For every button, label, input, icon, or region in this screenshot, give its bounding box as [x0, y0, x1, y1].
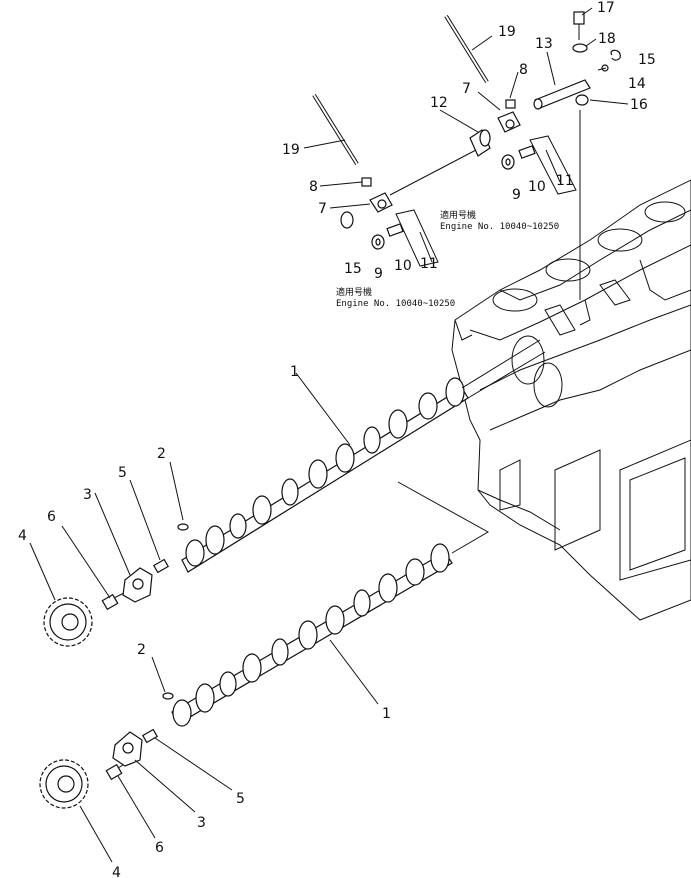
right-pin	[518, 145, 536, 159]
lower-key	[162, 692, 174, 700]
left-adjust-nut	[361, 177, 372, 187]
part-labels: 1 1 2 2 3 3 4 4 5 5 6 6 7 7 8 8 9 9 10 1…	[18, 0, 656, 878]
label-16: 16	[630, 97, 648, 113]
right-bolt-box	[529, 135, 577, 195]
label-9-left: 9	[374, 266, 383, 282]
label-19-right: 19	[498, 24, 516, 40]
lower-note-jp: 適用号機	[336, 286, 372, 298]
label-4-lower: 4	[112, 865, 121, 878]
label-1-lower: 1	[382, 706, 391, 722]
label-15-right: 15	[638, 52, 656, 68]
label-7-left: 7	[318, 201, 327, 217]
label-19-left: 19	[282, 142, 300, 158]
engine-block	[451, 179, 691, 621]
upper-dowel-pin	[152, 558, 170, 574]
label-2-lower: 2	[137, 642, 146, 658]
label-2-upper: 2	[157, 446, 166, 462]
upper-note-engine: Engine No. 10040~10250	[440, 222, 559, 232]
left-spring-clip	[340, 211, 354, 229]
pushrod-left	[312, 93, 359, 166]
label-3-lower: 3	[197, 815, 206, 831]
right-washer	[501, 154, 515, 170]
lower-dowel-pin	[141, 728, 159, 744]
label-8-right: 8	[519, 62, 528, 78]
left-pin	[386, 223, 404, 237]
label-5-lower: 5	[236, 791, 245, 807]
label-11-right: 11	[556, 173, 574, 189]
label-14: 14	[628, 76, 646, 92]
right-rocker-arm	[497, 111, 521, 133]
label-13: 13	[535, 36, 553, 52]
leader-lines	[29, 7, 629, 863]
rocker-clip	[610, 49, 621, 61]
right-adjust-nut	[505, 99, 516, 109]
label-17: 17	[597, 0, 615, 16]
label-5-upper: 5	[118, 465, 127, 481]
location-bracket	[397, 481, 490, 554]
lower-thrust-plate	[112, 731, 143, 767]
lower-timing-gear	[39, 759, 89, 809]
label-6-lower: 6	[155, 840, 164, 856]
label-9-right: 9	[512, 187, 521, 203]
label-1-upper: 1	[290, 364, 299, 380]
label-11-left: 11	[420, 256, 438, 272]
left-rocker-arm	[369, 192, 393, 213]
lower-note-engine: Engine No. 10040~10250	[336, 299, 455, 309]
rocker-washer	[572, 43, 588, 53]
pushrod-right	[444, 14, 489, 84]
rocker-bolt	[573, 11, 585, 40]
label-18: 18	[598, 31, 616, 47]
label-12: 12	[430, 95, 448, 111]
label-10-right: 10	[528, 179, 546, 195]
upper-timing-gear	[43, 597, 93, 647]
upper-bolt	[101, 592, 125, 611]
upper-key	[177, 523, 189, 531]
upper-note-jp: 適用号機	[440, 209, 476, 221]
rocker-nut	[575, 94, 589, 106]
label-6-upper: 6	[47, 509, 56, 525]
label-3-upper: 3	[83, 487, 92, 503]
upper-camshaft	[181, 339, 546, 573]
left-washer	[371, 234, 385, 250]
rocker-shaft	[533, 79, 591, 110]
label-7-right: 7	[462, 81, 471, 97]
label-15-left: 15	[344, 261, 362, 277]
left-bolt-box	[395, 209, 439, 267]
applicability-notes: 適用号機 Engine No. 10040~10250 適用号機 Engine …	[336, 209, 559, 309]
label-8-left: 8	[309, 179, 318, 195]
label-10-left: 10	[394, 258, 412, 274]
lower-camshaft	[171, 543, 453, 727]
label-4-upper: 4	[18, 528, 27, 544]
upper-thrust-plate	[122, 567, 153, 603]
